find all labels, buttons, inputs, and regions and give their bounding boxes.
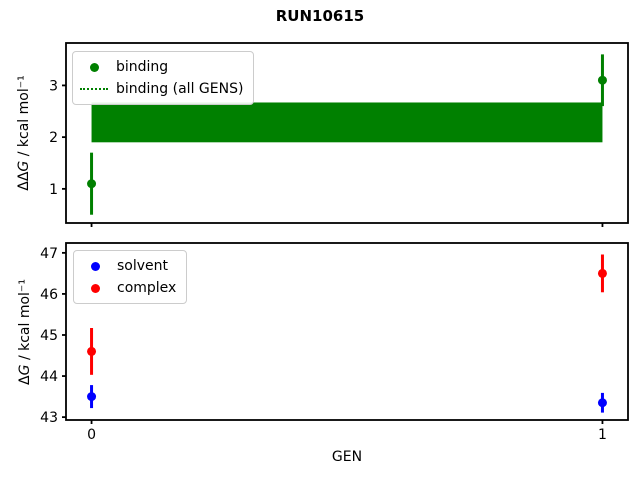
legend-label-complex: complex (117, 280, 177, 296)
complex-point-gen0 (87, 346, 97, 356)
y-axis-label-bottom: ΔG / kcal mol⁻¹ (17, 279, 33, 385)
y-tick-label: 43 (40, 410, 58, 426)
x-tick-label: 0 (87, 427, 96, 443)
y-axis-label-bottom-units: / kcal mol⁻¹ (17, 279, 33, 365)
solvent-dot-marker (90, 261, 100, 271)
y-tick-label: 45 (40, 328, 58, 344)
complex-dot-marker (90, 283, 100, 293)
figure-title: RUN10615 (275, 7, 365, 25)
x-tick-label: 1 (598, 427, 607, 443)
legend-label-binding: binding (116, 59, 169, 75)
solvent-point-gen0 (87, 392, 97, 402)
y-axis-label-top-units: / kcal mol⁻¹ (16, 75, 32, 161)
axes-frame-top (65, 42, 629, 224)
binding-point-gen1 (597, 75, 607, 85)
legend-bottom: solvent complex (73, 250, 188, 304)
y-axis-label-bottom-symbol: G (17, 364, 33, 376)
complex-dot-icon (80, 283, 110, 293)
x-axis-label: GEN (331, 449, 363, 465)
y-tick-label: 46 (40, 287, 58, 303)
complex-point-gen1 (597, 268, 607, 278)
y-tick-label: 2 (49, 130, 58, 146)
y-axis-label-top-delta: ΔΔ (16, 171, 32, 191)
solvent-dot-icon (80, 261, 110, 271)
y-tick-label: 3 (49, 78, 58, 94)
legend-label-binding-all-gens: binding (all GENS) (116, 81, 244, 97)
y-axis-label-bottom-delta: Δ (17, 375, 33, 385)
y-tick-label: 1 (49, 182, 58, 198)
binding-point-gen0 (87, 179, 97, 189)
binding-all-gens-dotted-line-icon (79, 88, 109, 90)
legend-item-binding: binding (79, 57, 243, 77)
y-axis-label-top-symbol: G (16, 160, 32, 172)
y-tick-label: 47 (40, 246, 58, 262)
binding-dot-icon (79, 62, 109, 72)
binding-all-gens-line-marker (80, 88, 108, 90)
y-tick-label: 44 (40, 369, 58, 385)
band-binding-all-gens (91, 102, 603, 143)
legend-item-solvent: solvent (80, 256, 176, 276)
legend-item-binding-all-gens: binding (all GENS) (79, 79, 243, 99)
legend-top: binding binding (all GENS) (72, 51, 255, 105)
axes-frame-bottom (65, 242, 629, 421)
solvent-point-gen1 (597, 398, 607, 408)
legend-item-complex: complex (80, 278, 176, 298)
binding-dot-marker (89, 62, 99, 72)
y-axis-label-top: ΔΔG / kcal mol⁻¹ (16, 75, 32, 190)
legend-label-solvent: solvent (117, 258, 169, 274)
